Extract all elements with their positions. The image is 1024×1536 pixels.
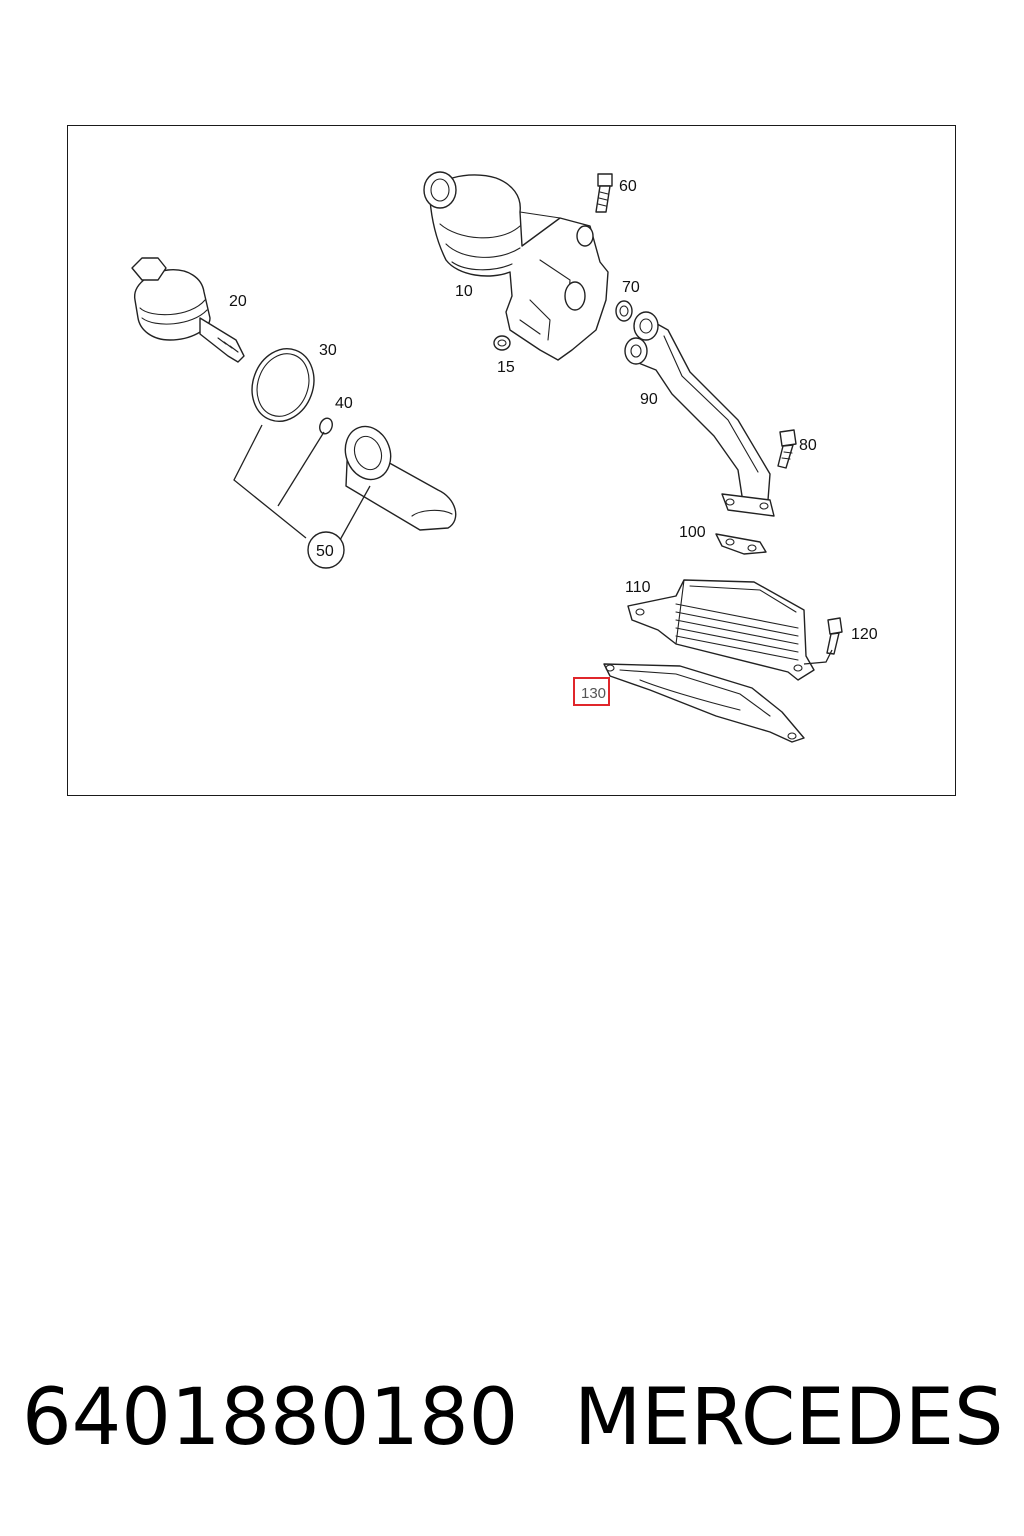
callout-20: 20 (229, 293, 247, 310)
callout-30: 30 (319, 342, 337, 359)
seal-ring-70-part (615, 300, 633, 322)
callout-130-highlight-box (573, 677, 610, 706)
part-number: 6401880180 (22, 1373, 519, 1463)
bolt-120-part (803, 617, 843, 665)
gasket-130-part (603, 663, 805, 743)
oil-cooler-110-part (627, 579, 815, 681)
oil-pipe-90-part (624, 311, 775, 517)
callout-130: 130 (581, 685, 606, 702)
callout-110: 110 (625, 579, 651, 596)
seal-ring-15-part (493, 335, 511, 351)
oil-filter-element-part (344, 425, 457, 531)
callout-70: 70 (622, 279, 640, 296)
callout-80: 80 (799, 437, 817, 454)
callout-40: 40 (335, 395, 353, 412)
kit-50-leaders (233, 424, 371, 569)
caption: 6401880180 MERCEDES (22, 1368, 1012, 1468)
kit-50-callout-circle (307, 531, 345, 569)
oil-filter-cap-part (131, 257, 245, 363)
brand-name: MERCEDES (574, 1373, 1004, 1463)
bolt-80-part (777, 429, 797, 469)
callout-15: 15 (497, 359, 515, 376)
callout-100: 100 (679, 524, 706, 541)
gasket-100-part (715, 533, 767, 555)
bolt-60-part (595, 173, 613, 213)
oil-filter-housing-part (423, 171, 609, 361)
callout-90: 90 (640, 391, 658, 408)
callout-50: 50 (316, 543, 334, 560)
callout-10: 10 (455, 283, 473, 300)
callout-60: 60 (619, 178, 637, 195)
callout-120: 120 (851, 626, 878, 643)
o-ring-large-part (251, 348, 315, 422)
parts-diagram: 20 30 40 50 10 15 60 70 90 80 100 110 12… (131, 171, 878, 743)
o-ring-small-part (319, 417, 333, 435)
